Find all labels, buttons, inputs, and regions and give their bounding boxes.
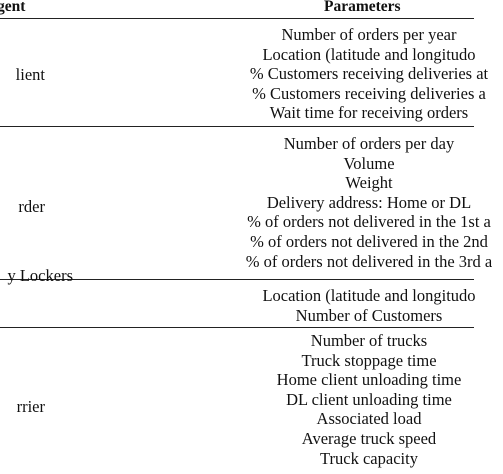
agent-cell: rder [18, 197, 45, 216]
row-divider [0, 327, 474, 328]
table-row: y Lockers Location (latitude and longitu… [0, 267, 475, 331]
row-divider [0, 126, 474, 127]
parameter: Wait time for receiving orders [269, 103, 469, 123]
parameter: Associated load [316, 409, 422, 429]
parameter: Average truck speed [301, 429, 437, 448]
table-row: lient Number of orders per year Location… [0, 20, 488, 124]
agent-cell: lient [15, 65, 45, 84]
parameter: Weight [345, 173, 393, 193]
parameter: DL client unloading time [286, 389, 452, 409]
parameter: Delivery address: Home or DL [266, 192, 472, 212]
agent-column-header: gent [0, 0, 26, 15]
parameters-table: gent Parameters lient Number of orders p… [0, 0, 492, 474]
table-row: rrier Number of trucks Truck stoppage ti… [0, 329, 474, 474]
table-row: rder Number of orders per day Volume Wei… [0, 128, 492, 276]
parameter: % of orders not delivered in the 3rd a [245, 251, 493, 271]
parameter-list: Location (latitude and longitudo Number … [235, 281, 503, 331]
parameter: Truck stoppage time [301, 350, 437, 370]
parameter: Location (latitude and longitudo [262, 286, 476, 305]
header-rule [0, 18, 474, 19]
parameter: % Customers receiving deliveries at [249, 64, 489, 84]
parameter: Home client unloading time [276, 370, 462, 390]
parameter: Truck capacity [320, 448, 418, 468]
parameter: Volume [343, 153, 395, 173]
agent-cell: rrier [16, 397, 45, 416]
parameter-list: Number of orders per day Volume Weight D… [235, 128, 503, 276]
parameter: Number of orders per year [281, 25, 457, 44]
parameter: Number of trucks [310, 331, 428, 350]
agent-cell: y Lockers [7, 266, 73, 285]
parameter: Number of Customers [295, 305, 443, 325]
parameter-list: Number of trucks Truck stoppage time Hom… [235, 329, 503, 474]
parameter: Number of orders per day [283, 134, 455, 153]
parameter-list: Number of orders per year Location (lati… [235, 20, 503, 124]
parameter: Location (latitude and longitudo [262, 44, 476, 64]
row-divider [0, 279, 474, 280]
parameter: % of orders not delivered in the 1st a [247, 212, 491, 232]
parameter: % of orders not delivered in the 2nd [250, 232, 488, 251]
parameter: % Customers receiving deliveries a [252, 83, 486, 103]
parameters-column-header: Parameters [324, 0, 401, 15]
